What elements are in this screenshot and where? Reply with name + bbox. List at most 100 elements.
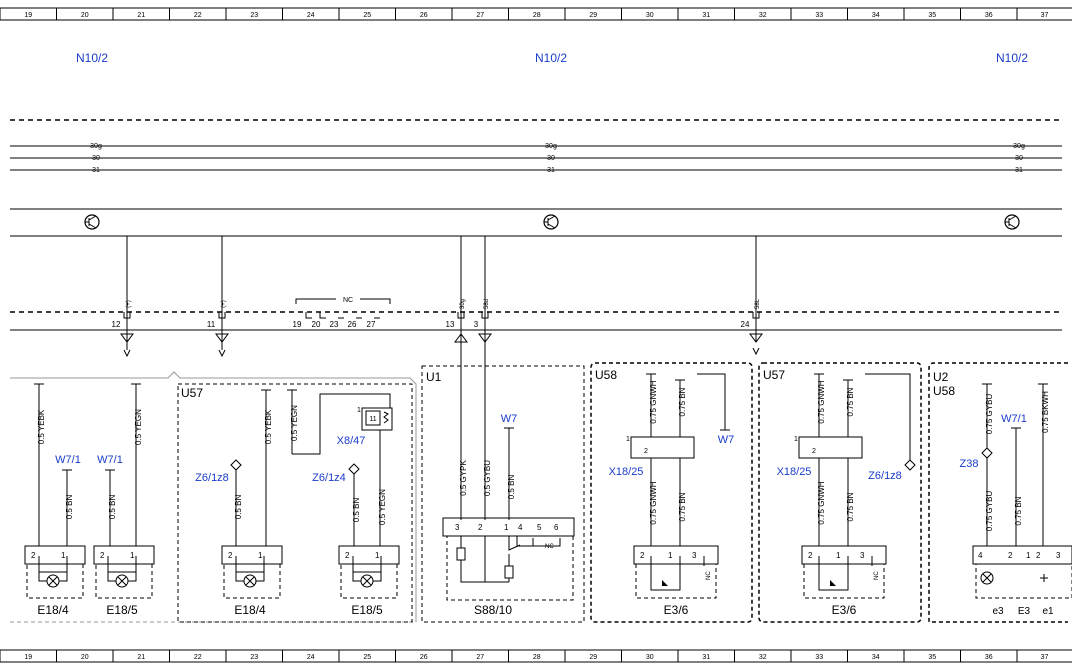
x1825-connector: 1 2 [794, 436, 863, 459]
wire-label: 0.75 GNWH [649, 481, 658, 524]
svg-text:2: 2 [1008, 551, 1013, 560]
component-label: E3/6 [664, 603, 689, 617]
svg-text:5: 5 [537, 523, 542, 532]
svg-text:6: 6 [554, 523, 559, 532]
bus-label: 30g [545, 143, 557, 150]
ref-label: Z6/1z8 [868, 470, 902, 482]
wire-label: 0.75 GNWH [817, 380, 826, 423]
bus-label: 31 [547, 167, 555, 174]
column-number: 28 [533, 654, 541, 661]
bus-label: 30 [92, 155, 100, 162]
pin-number: 3 [474, 320, 479, 329]
arrow-down-icon [749, 333, 763, 356]
bus-labels: 30g 30 31 30g 30 31 30g 30 31 [90, 143, 1025, 174]
wire-label: 0.75 BKWH [1041, 391, 1050, 433]
svg-text:3: 3 [455, 523, 460, 532]
column-number: 27 [476, 654, 484, 661]
bus-label: 31 [92, 167, 100, 174]
s8810-switch: 3 2 1 4 5 6 NC [442, 517, 575, 601]
unit-label-n10-2: N10/2 [535, 51, 567, 65]
pin-number: 1 [61, 551, 66, 560]
wire-label: 0.5 YEBK [37, 409, 46, 444]
u2-connector: 4 2 1 2 3 [972, 545, 1072, 599]
component-label: E3/6 [832, 603, 857, 617]
pin-number: 1 [836, 551, 841, 560]
u58-wires [646, 373, 730, 546]
component-label: E18/4 [37, 603, 69, 617]
wire-tag: 58L [755, 298, 761, 309]
group-boundary [10, 371, 417, 622]
column-number: 21 [137, 654, 145, 661]
ref-label: Z6/1z8 [195, 472, 229, 484]
junction-icon [904, 459, 916, 471]
svg-text:2: 2 [478, 523, 483, 532]
column-number: 31 [702, 654, 710, 661]
svg-text:NC: NC [545, 544, 554, 550]
column-number: 19 [24, 654, 32, 661]
pin-number: 20 [312, 320, 321, 329]
section-u2-box [928, 362, 1068, 623]
wire-label: 0.75 BN [678, 387, 687, 416]
column-number: 32 [759, 12, 767, 19]
unit-label-n10-2: N10/2 [996, 51, 1028, 65]
bus-label: 30 [1015, 155, 1023, 162]
connector-pin-numbers: 12 11 19 20 23 26 27 13 3 24 [112, 320, 750, 329]
diode-icon [662, 580, 668, 586]
pin-number: 27 [367, 320, 376, 329]
pin-number: 26 [348, 320, 357, 329]
column-number: 25 [363, 12, 371, 19]
pin-number: 1 [668, 551, 673, 560]
column-number: 36 [985, 654, 993, 661]
column-number: 19 [24, 12, 32, 19]
column-number: 30 [646, 12, 654, 19]
wire-tags: (+) (+) 30g 58d 58L [126, 298, 761, 309]
section-u57-box [177, 383, 413, 623]
u2-wires [982, 383, 1048, 546]
wire-label: 0.75 BN [846, 492, 855, 521]
wire-label: 0.5 BN [234, 495, 243, 520]
wire-tag: (+) [221, 300, 227, 308]
wire-label: 0.5 GYBU [483, 460, 492, 496]
svg-text:4: 4 [978, 551, 983, 560]
pin-number: 11 [207, 320, 216, 329]
column-number: 32 [759, 654, 767, 661]
driver-feeds [126, 236, 757, 296]
pin-number: 1 [375, 551, 380, 560]
wire-label: 0.5 BN [352, 498, 361, 523]
nc-label: NC [343, 297, 353, 304]
ref-label: W7/1 [1001, 413, 1027, 425]
junction-icon [981, 447, 993, 459]
pin-number: 2 [31, 551, 36, 560]
wire-label: 0.75 BN [1014, 496, 1023, 525]
section-label: U58 [595, 368, 617, 382]
pin-number: 2 [345, 551, 350, 560]
component-label: e1 [1042, 606, 1054, 617]
column-number: 21 [137, 12, 145, 19]
component-label: E18/5 [106, 603, 138, 617]
pin-number: 19 [293, 320, 302, 329]
wire-label: 0.5 BN [65, 495, 74, 520]
pin-number: 1 [258, 551, 263, 560]
wire-tag: 58d [484, 299, 490, 309]
pin-number: 23 [330, 320, 339, 329]
nc-group: NC [295, 297, 391, 304]
section-label: U57 [763, 368, 785, 382]
bus-label: 30g [90, 143, 102, 150]
ref-label: W7 [501, 413, 518, 425]
x1825-connector: 1 2 [626, 436, 695, 459]
wire-label: 0.5 YEGN [378, 489, 387, 525]
unit-label-n10-2: N10/2 [76, 51, 108, 65]
svg-text:1: 1 [504, 523, 509, 532]
component-label: E18/5 [351, 603, 383, 617]
column-number: 26 [420, 12, 428, 19]
column-number: 36 [985, 12, 993, 19]
